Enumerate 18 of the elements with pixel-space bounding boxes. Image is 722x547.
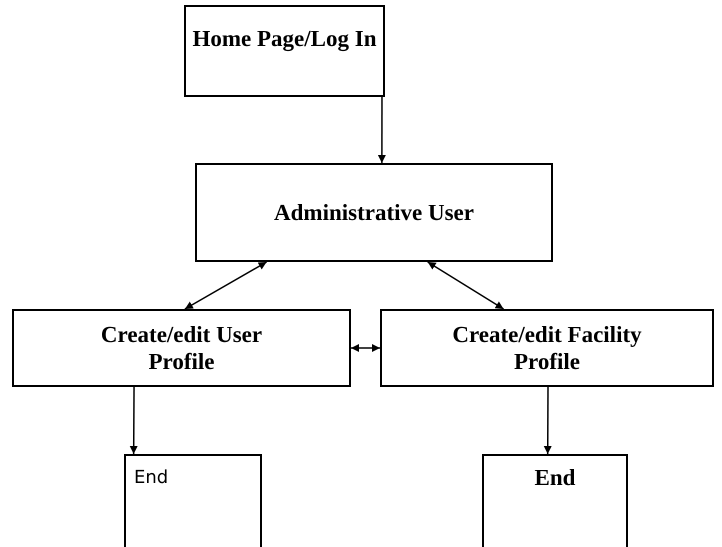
process-box xyxy=(12,309,351,387)
process-box xyxy=(124,454,262,547)
process-box xyxy=(184,5,385,97)
box-label: Create/edit Facility Profile xyxy=(451,321,643,375)
process-box xyxy=(482,454,628,547)
box-label: End xyxy=(534,464,576,491)
process-box xyxy=(195,163,553,262)
arrow xyxy=(184,261,267,310)
box-label: Home Page/Log In xyxy=(192,25,376,52)
box-label: End xyxy=(134,466,168,490)
box-label: Administrative User xyxy=(274,199,474,226)
process-box xyxy=(380,309,714,387)
arrow xyxy=(130,387,138,454)
box-label: Create/edit User Profile xyxy=(100,321,264,375)
arrow xyxy=(378,97,386,163)
arrow xyxy=(351,344,380,352)
arrow xyxy=(427,261,504,310)
arrow xyxy=(544,387,552,454)
